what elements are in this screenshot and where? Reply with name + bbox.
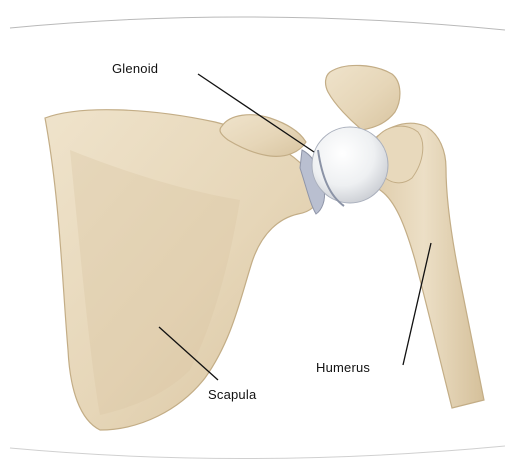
acromion — [326, 65, 400, 130]
humerus-label: Humerus — [316, 360, 370, 375]
glenoid-label: Glenoid — [112, 61, 158, 76]
frame-curve-bottom — [10, 446, 505, 459]
humeral-head — [312, 127, 388, 203]
scapula-label: Scapula — [208, 387, 256, 402]
frame-curve — [10, 17, 505, 30]
